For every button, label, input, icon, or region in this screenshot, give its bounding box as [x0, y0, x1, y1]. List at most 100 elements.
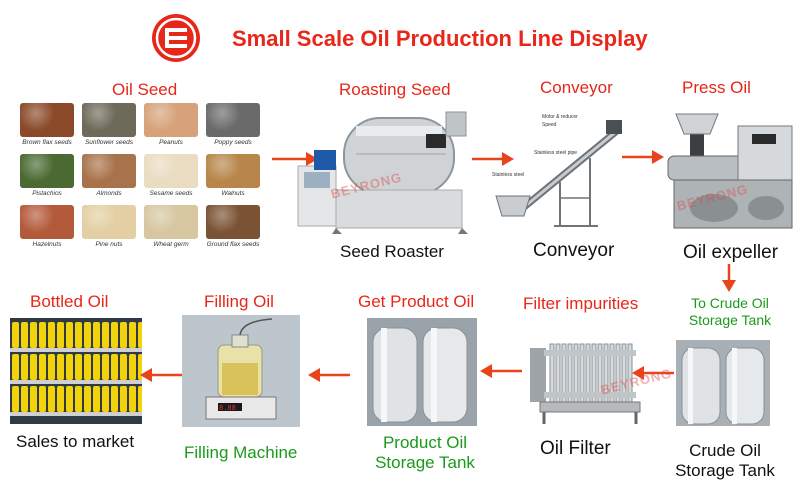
oil-bottle — [138, 354, 142, 380]
arrow-roaster-to-conveyor — [472, 152, 514, 166]
seed-tile: Ground flax seeds — [206, 205, 260, 253]
oil-bottle — [84, 322, 91, 348]
oil-bottle — [30, 322, 37, 348]
oil-bottle — [102, 322, 109, 348]
oil-bottle — [57, 354, 64, 380]
caption-seed-roaster: Seed Roaster — [340, 242, 444, 261]
seed-tile: Sunflower seeds — [82, 103, 136, 151]
arrow-seed-to-roaster — [272, 152, 318, 166]
oil-bottle — [111, 354, 118, 380]
oil-bottle — [111, 386, 118, 412]
seed-swatch — [206, 103, 260, 137]
caption-sales-to-market: Sales to market — [16, 432, 135, 451]
seed-label: Pistachios — [32, 190, 62, 197]
seed-swatch — [20, 205, 74, 239]
crude-oil-tank-image — [676, 340, 770, 426]
heading-crude-tank: To Crude Oil Storage Tank — [688, 295, 772, 328]
seed-label: Sunflower seeds — [84, 139, 134, 146]
oil-bottle — [93, 386, 100, 412]
conveyor-note-0: Stainless steel pipe — [534, 150, 577, 156]
oil-bottle — [39, 322, 46, 348]
oil-bottle — [12, 322, 19, 348]
oil-bottle — [84, 386, 91, 412]
caption-conveyor: Conveyor — [533, 240, 615, 261]
oil-bottle — [30, 354, 37, 380]
arrow-product-tank-to-filling — [308, 368, 350, 382]
heading-oil-seed: Oil Seed — [112, 80, 178, 99]
seed-label: Ground flax seeds — [206, 241, 260, 248]
oil-bottle — [57, 386, 64, 412]
oil-bottle — [138, 386, 142, 412]
arrow-conveyor-to-press — [622, 150, 664, 164]
seed-tile: Pine nuts — [82, 205, 136, 253]
oil-bottle — [120, 354, 127, 380]
seed-label: Sesame seeds — [149, 190, 193, 197]
arrow-crude-tank-to-filter — [632, 366, 674, 380]
seed-swatch — [144, 154, 198, 188]
oil-bottle — [39, 386, 46, 412]
heading-conveyor: Conveyor — [540, 78, 613, 97]
oil-bottle — [21, 354, 28, 380]
seed-tile: Pistachios — [20, 154, 74, 202]
seed-swatch — [82, 154, 136, 188]
seed-tile: Sesame seeds — [144, 154, 198, 202]
oil-bottle — [21, 322, 28, 348]
oil-bottle — [48, 386, 55, 412]
oil-bottle — [66, 322, 73, 348]
oil-bottle — [75, 354, 82, 380]
seed-label: Poppy seeds — [214, 139, 252, 146]
oil-bottle — [129, 354, 136, 380]
heading-bottled-oil: Bottled Oil — [30, 292, 109, 311]
caption-oil-filter: Oil Filter — [540, 438, 611, 459]
seed-tile: Brown flax seeds — [20, 103, 74, 151]
heading-roasting-seed: Roasting Seed — [339, 80, 451, 99]
svg-text:8.88: 8.88 — [219, 405, 236, 413]
seed-label: Pine nuts — [95, 241, 123, 248]
seed-tile: Poppy seeds — [206, 103, 260, 151]
heading-filter-impurities: Filter impurities — [523, 294, 639, 313]
arrow-filter-to-product-tank — [480, 364, 522, 378]
seed-swatch — [20, 103, 74, 137]
oil-bottle — [129, 322, 136, 348]
oil-filter-image — [530, 343, 641, 424]
heading-filling-oil: Filling Oil — [204, 292, 274, 311]
oil-bottle — [120, 322, 127, 348]
oil-bottle — [93, 354, 100, 380]
bottled-oil-image — [10, 318, 142, 424]
oil-bottle — [75, 322, 82, 348]
oil-bottle — [111, 322, 118, 348]
oil-bottle — [12, 386, 19, 412]
seed-swatch — [144, 205, 198, 239]
oil-bottle — [75, 386, 82, 412]
caption-filling-machine: Filling Machine — [184, 443, 298, 462]
page-title: Small Scale Oil Production Line Display — [232, 26, 648, 51]
seed-swatch — [82, 103, 136, 137]
oil-bottle — [57, 322, 64, 348]
conveyor-image: Motor & reducer Speed Stainless steel pi… — [492, 114, 622, 227]
caption-crude-oil-tank: Crude Oil Storage Tank — [675, 441, 775, 480]
product-oil-tank-image — [367, 318, 477, 426]
oil-bottle — [48, 354, 55, 380]
oil-bottle — [84, 354, 91, 380]
conveyor-note-3: Stainless steel — [492, 172, 524, 178]
seed-label: Wheat germ — [153, 241, 189, 248]
oil-bottle — [102, 386, 109, 412]
seed-tile: Walnuts — [206, 154, 260, 202]
seed-label: Brown flax seeds — [22, 139, 72, 146]
oil-bottle — [30, 386, 37, 412]
oil-bottle — [66, 354, 73, 380]
oil-bottle — [138, 322, 142, 348]
seed-tile: Almonds — [82, 154, 136, 202]
seed-label: Hazelnuts — [32, 241, 62, 248]
oil-bottle — [39, 354, 46, 380]
seed-swatch — [206, 205, 260, 239]
caption-oil-expeller: Oil expeller — [683, 242, 779, 263]
seed-tile: Peanuts — [144, 103, 198, 151]
seed-swatch — [206, 154, 260, 188]
oil-bottle — [48, 322, 55, 348]
seed-roaster-image — [297, 111, 468, 234]
heading-press-oil: Press Oil — [682, 78, 751, 97]
caption-product-oil-tank: Product Oil Storage Tank — [375, 433, 475, 472]
seed-tile: Wheat germ — [144, 205, 198, 253]
